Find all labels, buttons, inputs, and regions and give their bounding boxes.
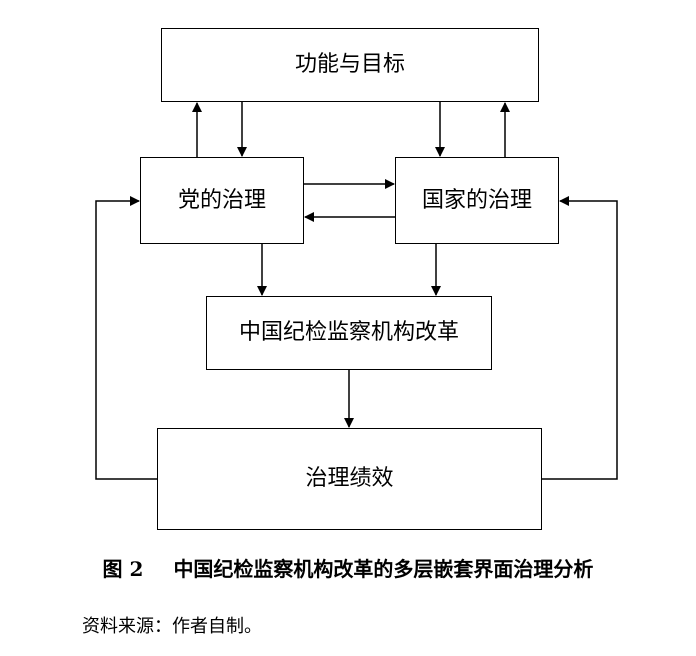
source-note: 资料来源：作者自制。 <box>82 616 262 637</box>
diagram-arrows <box>95 102 618 480</box>
figure-number: 图 2 <box>102 557 144 581</box>
node-goals: 功能与目标 <box>161 28 539 102</box>
node-reform: 中国纪检监察机构改革 <box>206 296 492 370</box>
figure-title: 中国纪检监察机构改革的多层嵌套界面治理分析 <box>173 557 594 581</box>
node-state-governance: 国家的治理 <box>395 157 559 244</box>
node-performance: 治理绩效 <box>157 428 542 530</box>
node-reform-label: 中国纪检监察机构改革 <box>238 320 459 345</box>
node-goals-label: 功能与目标 <box>294 52 405 77</box>
figure-caption: 图 2 中国纪检监察机构改革的多层嵌套界面治理分析 <box>0 553 696 582</box>
arrow-performance-to-state <box>542 196 618 480</box>
node-state-governance-label: 国家的治理 <box>421 187 532 213</box>
node-party-governance-label: 党的治理 <box>177 187 266 213</box>
node-party-governance: 党的治理 <box>140 157 304 244</box>
node-performance-label: 治理绩效 <box>305 466 394 491</box>
arrow-performance-to-party <box>95 196 157 480</box>
